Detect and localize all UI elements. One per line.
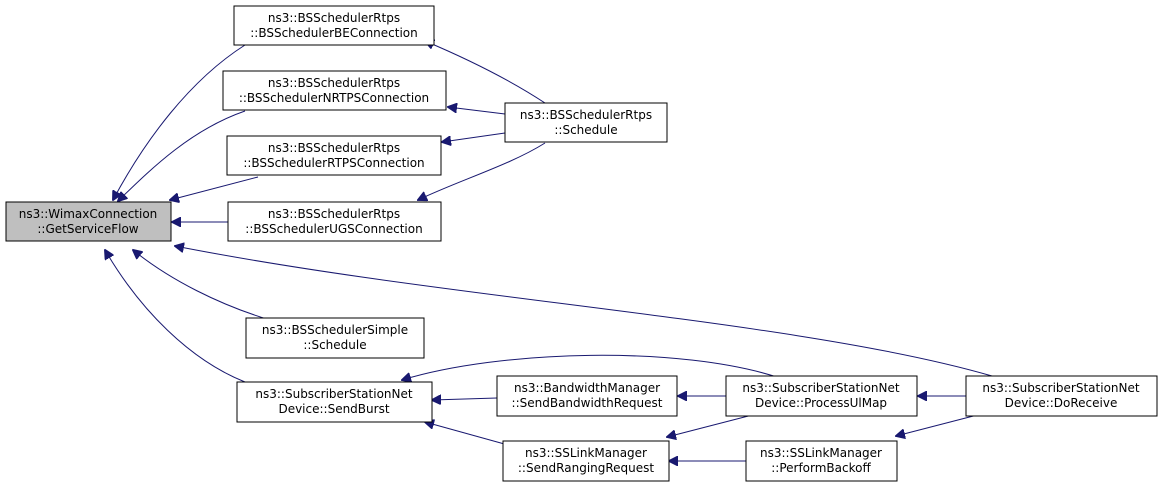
node-bsschedulerrtps-ugsconnection[interactable]: ns3::BSSchedulerRtps ::BSSchedulerUGSCon… (227, 201, 442, 242)
edge-sched-to-rtps (442, 132, 506, 142)
edge-receive-to-backoff (896, 412, 986, 436)
node-label-line1: ns3::SubscriberStationNet (255, 387, 412, 401)
node-label-line2: Device::ProcessUlMap (755, 396, 887, 410)
node-subscriberstationnetdevice-doreceive[interactable]: ns3::SubscriberStationNet Device::DoRece… (965, 375, 1158, 417)
node-bsschedulerrtps-nrtpsconnection[interactable]: ns3::BSSchedulerRtps ::BSSchedulerNRTPSC… (222, 70, 447, 111)
node-label-line1: ns3::BandwidthManager (514, 381, 660, 395)
edge-bw-to-burst (432, 398, 498, 400)
edge-sched-to-be (425, 41, 546, 104)
node-label-line2: Device::DoReceive (1005, 396, 1118, 410)
node-label-line1: ns3::SSLinkManager (760, 446, 882, 460)
node-label-line2: ::PerformBackoff (771, 461, 871, 475)
node-label-line1: ns3::BSSchedulerRtps (268, 11, 400, 25)
edge-sched-to-nrtps (448, 107, 506, 115)
node-label-line1: ns3::SSLinkManager (525, 446, 647, 460)
edge-simple-to-root (133, 250, 271, 321)
edge-ranging-to-burst (425, 422, 509, 446)
node-sslinkmanager-sendrangingrequest[interactable]: ns3::SSLinkManager ::SendRangingRequest (502, 440, 670, 482)
node-subscriberstationnetdevice-processulmap[interactable]: ns3::SubscriberStationNet Device::Proces… (725, 375, 918, 417)
node-label-line2: ::Schedule (554, 123, 617, 137)
node-label-line1: ns3::BSSchedulerRtps (268, 76, 400, 90)
node-label-line2: ::BSSchedulerBEConnection (250, 26, 418, 40)
node-label-line1: ns3::BSSchedulerRtps (520, 108, 652, 122)
edge-rtps-to-root (170, 176, 259, 200)
node-label-line2: Device::SendBurst (278, 402, 389, 416)
node-label-line2: ::GetServiceFlow (37, 222, 138, 236)
edge-burst-to-root (105, 250, 246, 383)
node-sslinkmanager-performbackoff[interactable]: ns3::SSLinkManager ::PerformBackoff (745, 440, 898, 482)
node-label-line2: ::BSSchedulerRTPSConnection (243, 156, 424, 170)
node-label-line2: ::Schedule (303, 338, 366, 352)
node-label-line1: ns3::SubscriberStationNet (982, 381, 1139, 395)
edge-ulmap-to-ranging (667, 412, 761, 437)
edge-sched-to-ugs (418, 142, 546, 200)
node-bsschedulerrtps-rtpsconnection[interactable]: ns3::BSSchedulerRtps ::BSSchedulerRTPSCo… (226, 135, 442, 176)
node-label-line2: ::BSSchedulerNRTPSConnection (239, 91, 429, 105)
node-bsschedulersimple-schedule[interactable]: ns3::BSSchedulerSimple ::Schedule (245, 317, 425, 359)
node-label-line1: ns3::SubscriberStationNet (742, 381, 899, 395)
node-label-line2: ::SendRangingRequest (518, 461, 655, 475)
node-bsschedulerrtps-beconnection[interactable]: ns3::BSSchedulerRtps ::BSSchedulerBEConn… (233, 5, 435, 46)
node-bandwidthmanager-sendbandwidthrequest[interactable]: ns3::BandwidthManager ::SendBandwidthReq… (496, 375, 678, 417)
edge-receive-to-root (175, 246, 993, 377)
node-bsschedulerrtps-schedule[interactable]: ns3::BSSchedulerRtps ::Schedule (504, 102, 668, 143)
node-label-line2: ::SendBandwidthRequest (512, 396, 663, 410)
edge-be-to-root (113, 44, 246, 200)
node-label-line1: ns3::WimaxConnection (19, 207, 158, 221)
edge-nrtps-to-root (118, 110, 246, 201)
node-subscriberstationnetdevice-sendburst[interactable]: ns3::SubscriberStationNet Device::SendBu… (236, 381, 433, 423)
node-label-line2: ::BSSchedulerUGSConnection (245, 222, 422, 236)
node-label-line1: ns3::BSSchedulerRtps (268, 141, 400, 155)
edges (105, 41, 993, 461)
node-label-line1: ns3::BSSchedulerSimple (262, 323, 408, 337)
node-wimaxconnection-getserviceflow[interactable]: ns3::WimaxConnection ::GetServiceFlow (5, 201, 172, 242)
edge-ulmap-to-burst (402, 354, 781, 380)
node-label-line1: ns3::BSSchedulerRtps (268, 207, 400, 221)
